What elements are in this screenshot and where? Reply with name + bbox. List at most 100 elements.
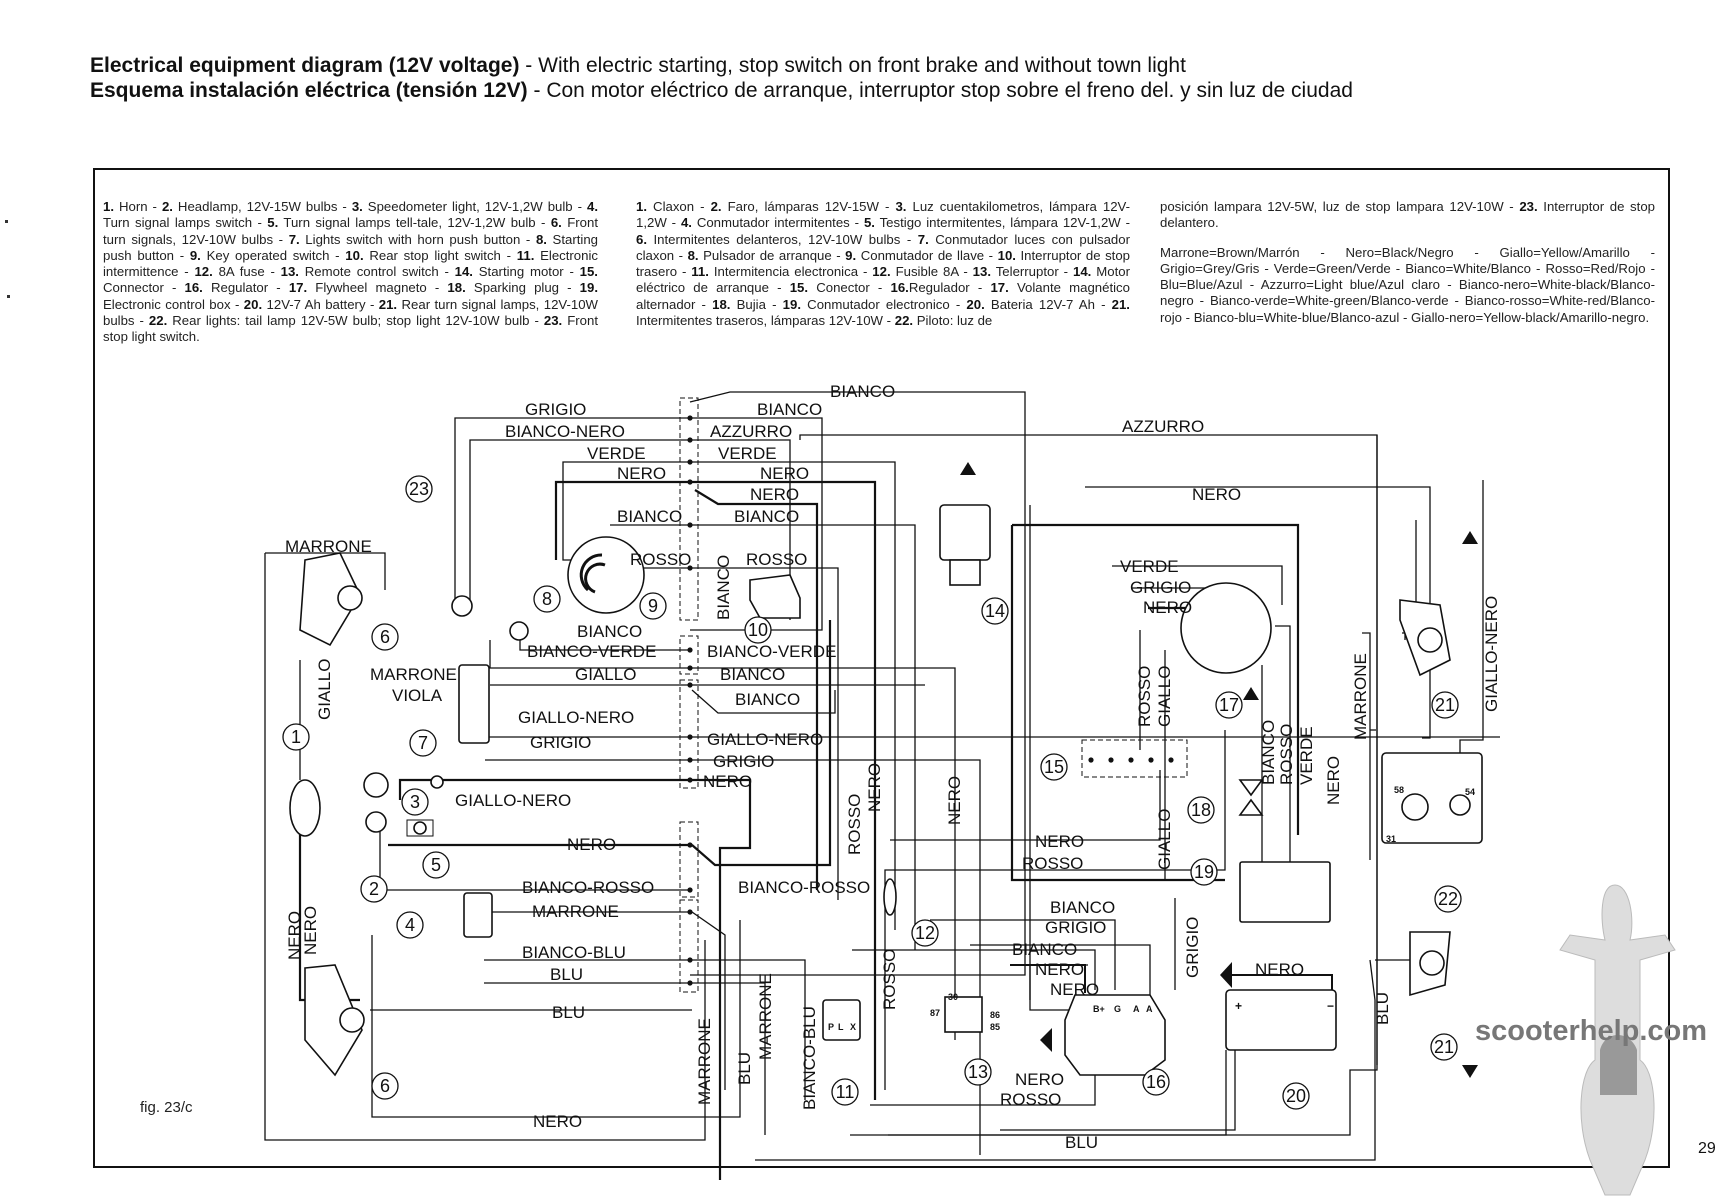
wire-label: BIANCO-VERDE: [527, 642, 656, 661]
pin: [1108, 757, 1114, 763]
connector-main-top: [679, 397, 699, 621]
wire-nero-bottom: [371, 920, 741, 1118]
wire-bianco-top: [689, 391, 1026, 976]
terminal-label: B+: [1093, 1004, 1105, 1014]
wire-nero-l1: [554, 480, 692, 560]
wire-label: GRIGIO: [525, 400, 586, 419]
legend-number: 7.: [288, 231, 300, 247]
wire-label: NERO: [285, 911, 304, 960]
wire-label: NERO: [617, 464, 666, 483]
callout-circle: [1282, 1082, 1310, 1110]
wire-label: NERO: [945, 776, 964, 825]
wire-label: ROSSO: [880, 949, 899, 1010]
figure-caption: fig. 23/c: [140, 1099, 193, 1116]
wire-marrone-rt: [1362, 632, 1371, 860]
terminal-label: X: [850, 1022, 856, 1032]
pin: [687, 479, 693, 485]
legend-number: 11.: [516, 247, 535, 263]
legend-number: 15.: [579, 264, 598, 280]
wire-rosso-lower: [888, 1050, 1227, 1136]
wire-label: ROSSO: [1022, 854, 1083, 873]
wire-label: GIALLO: [1155, 666, 1174, 727]
pin: [687, 734, 693, 740]
legend-number: 10.: [345, 247, 364, 263]
horn-icon: [289, 779, 321, 837]
terminal-label: A: [1146, 1004, 1153, 1014]
wire-label: NERO: [1015, 1070, 1064, 1089]
wire-label: NERO: [865, 763, 884, 812]
callout-circle: [409, 729, 437, 757]
wire-label: VERDE: [718, 444, 777, 463]
legend-text: 12V-7 Ah battery -: [262, 296, 379, 312]
wire-label: NERO: [567, 835, 616, 854]
callout-circle: [396, 911, 424, 939]
terminal-label: 54: [1465, 787, 1475, 797]
telltale-bulb-icon: [413, 821, 427, 835]
legend-text: Intermitentes delanteros, 12V-10W bulbs …: [647, 231, 918, 247]
legend-text: Regulador -: [908, 280, 991, 296]
wire-rosso-r: [692, 567, 839, 900]
flywheel-magneto-icon: [1180, 582, 1272, 674]
wire-label: VERDE: [1297, 726, 1316, 785]
legend-text: Bujia -: [730, 296, 783, 312]
connector-main-low1: [679, 821, 699, 898]
callout-circle: [1215, 691, 1243, 719]
legend-text: Front turn signals, 12V-10W bulbs -: [103, 215, 598, 247]
pin: [687, 437, 693, 443]
front-turn-signal-icon: [304, 964, 363, 1077]
legend-text: Connector -: [103, 280, 185, 296]
wire-label: NERO: [1035, 960, 1084, 979]
flasher-unit-icon: [822, 999, 861, 1041]
component-number: 8: [542, 589, 552, 609]
turn-switch-icon: [463, 892, 493, 938]
pin: [1088, 757, 1094, 763]
wire-label: NERO: [1255, 960, 1304, 979]
component-number: 13: [968, 1062, 988, 1082]
wire-label: NERO: [533, 1112, 582, 1131]
wire-outer-left: [264, 553, 706, 1141]
wire-bianco-r2: [692, 524, 916, 950]
rear-stop-switch-icon: [749, 574, 801, 619]
legend-text: Conmutador electronico -: [801, 296, 967, 312]
component-number: 2: [369, 879, 379, 899]
wire-label: NERO: [760, 464, 809, 483]
title-spanish: Esquema instalación eléctrica (tensión 1…: [90, 79, 1353, 102]
wire-label: NERO: [1192, 485, 1241, 504]
legend-text: Volante magnético alternador -: [636, 280, 1130, 312]
color-key: Marrone=Brown/Marrón - Nero=Black/Negro …: [1160, 244, 1655, 325]
component-number: 12: [915, 923, 935, 943]
terminal-label: +: [1235, 999, 1242, 1013]
legend-number: 21.: [378, 296, 398, 312]
legend-text: Remote control switch -: [298, 264, 455, 280]
legend-text: Sparking plug -: [465, 280, 580, 296]
legend-number: 14.: [454, 264, 473, 280]
legend-english: 1. Horn - 2. Headlamp, 12V-15W bulbs - 3…: [103, 199, 598, 346]
pin: [1148, 757, 1154, 763]
wire-label: BIANCO: [720, 665, 785, 684]
wire-label: GIALLO-NERO: [518, 708, 634, 727]
wire-label: GIALLO-NERO: [707, 730, 823, 749]
legend-number: 19.: [579, 280, 598, 296]
wire-label: NERO: [1143, 598, 1192, 617]
wire-label: BIANCO: [577, 622, 642, 641]
legend-number: 22.: [894, 313, 914, 329]
wire-grigio: [454, 417, 692, 600]
legend-text: Conector -: [808, 280, 891, 296]
legend-number: 8.: [535, 231, 547, 247]
callout-circle: [533, 585, 561, 613]
turn-bulb-icon: [1417, 627, 1443, 653]
component-number: 15: [1044, 757, 1064, 777]
wire-blu-1r: [692, 982, 766, 1135]
wire-label: BIANCO-ROSSO: [738, 878, 870, 897]
legend-text: Turn signal lamps tell-tale, 12V-1,2W bu…: [278, 215, 551, 231]
pin: [1168, 757, 1174, 763]
legend-number: 6.: [550, 215, 562, 231]
legend-number: 4.: [587, 199, 598, 214]
wire-label: VERDE: [1120, 557, 1179, 576]
ground-symbols: [960, 462, 1478, 1078]
components: [289, 504, 1483, 1077]
legend-number: 3.: [351, 199, 363, 214]
wire-marrone-top: [265, 552, 386, 590]
connector-main-mid1: [679, 635, 699, 675]
wire-bianco-verde-l: [489, 640, 692, 669]
